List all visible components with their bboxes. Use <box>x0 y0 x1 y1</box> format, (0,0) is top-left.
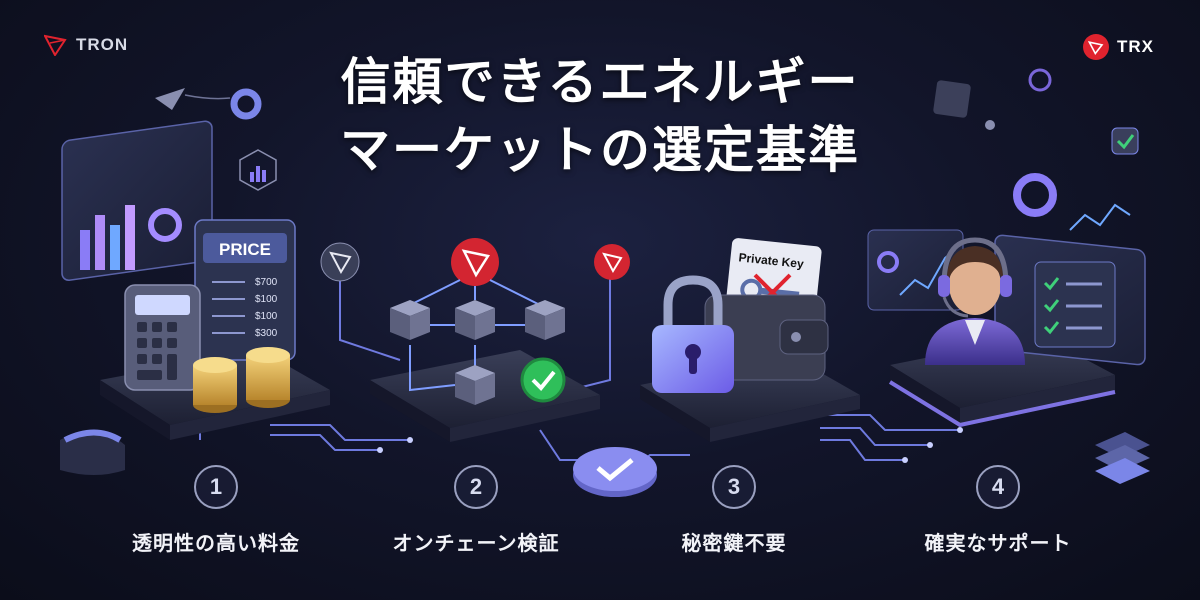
card-support <box>867 173 1146 428</box>
step-3: 3 秘密鍵不要 <box>604 465 864 556</box>
tron-node-icon <box>594 244 630 280</box>
calculator-icon <box>124 284 201 391</box>
price-label: PRICE <box>219 240 271 259</box>
wallet-icon <box>704 294 829 381</box>
step-label: 確実なサポート <box>924 531 1072 555</box>
verified-check-icon <box>520 357 566 403</box>
step-1: 1 透明性の高い料金 <box>86 465 346 556</box>
padlock-icon <box>652 275 734 393</box>
tron-brand-text: TRON <box>76 35 129 54</box>
circuit-lines <box>199 270 960 471</box>
price-value: $100 <box>255 294 278 305</box>
step-label: オンチェーン検証 <box>392 531 560 555</box>
layered-tiles <box>1095 432 1150 484</box>
card-pricing: PRICE $700 $100 $100 $300 <box>61 120 330 440</box>
private-key-label: Private Key <box>738 250 805 271</box>
tron-logo-icon <box>44 34 67 56</box>
price-value: $300 <box>255 328 278 339</box>
blockchain-icon <box>390 300 565 405</box>
card-security: Private Key <box>640 238 860 442</box>
step-2: 2 オンチェーン検証 <box>346 465 606 556</box>
tron-brand: TRON <box>44 34 128 56</box>
checklist-icon <box>1034 261 1116 348</box>
trx-coin-icon <box>1083 34 1109 60</box>
step-number: 4 <box>976 465 1020 509</box>
step-number: 1 <box>194 465 238 509</box>
coins-icon <box>193 347 290 413</box>
analytics-screen-left <box>61 120 213 281</box>
central-check-pill <box>573 447 657 497</box>
card-blockchain <box>320 238 630 442</box>
title-line-1: 信頼できるエネルギー <box>340 53 860 111</box>
tron-node-icon <box>451 238 499 286</box>
price-value: $100 <box>255 311 278 322</box>
step-number: 2 <box>454 465 498 509</box>
step-label: 秘密鍵不要 <box>681 531 787 555</box>
decor-shapes <box>60 68 1150 484</box>
title-line-2: マーケットの選定基準 <box>340 121 860 179</box>
headset-agent-icon <box>925 237 1025 365</box>
page-title: 信頼できるエネルギー マーケットの選定基準 <box>0 48 1200 184</box>
step-4: 4 確実なサポート <box>868 465 1128 556</box>
trx-brand-text: TRX <box>1117 37 1154 56</box>
step-number: 3 <box>712 465 756 509</box>
step-label: 透明性の高い料金 <box>132 531 300 555</box>
price-board: PRICE $700 $100 $100 $300 <box>194 219 296 361</box>
price-value: $700 <box>255 277 278 288</box>
tron-node-icon <box>320 242 360 282</box>
trx-brand: TRX <box>1083 34 1154 60</box>
